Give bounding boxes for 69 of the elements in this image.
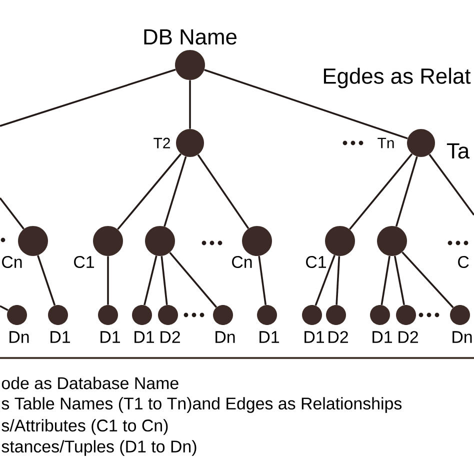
tree-node: [98, 305, 118, 325]
node-label: Dn: [216, 331, 235, 343]
node-label: T2: [154, 138, 170, 148]
tree-edge: [37, 255, 56, 306]
node-label: C1: [306, 256, 326, 268]
tree-edge: [314, 254, 336, 306]
caption-text: ode as Database Name: [2, 376, 178, 390]
node-label: C1: [74, 256, 94, 268]
node-label: Dn: [10, 331, 29, 343]
node-label: D1: [372, 331, 392, 343]
tree-node: [302, 305, 322, 325]
tree-node: [370, 305, 390, 325]
node-label: Ta: [446, 143, 470, 159]
tree-node: [257, 305, 277, 325]
tree-node: [450, 305, 470, 325]
tree-edge: [204, 69, 408, 140]
tree-edge: [169, 252, 218, 308]
tree-node: [175, 50, 205, 80]
tree-node: [213, 305, 233, 325]
tree-edge: [395, 156, 418, 227]
tree-edge: [144, 256, 158, 306]
node-label: Cn: [232, 256, 252, 268]
node-label: D1: [260, 331, 279, 343]
caption-text: Egdes as Relat: [324, 68, 471, 88]
node-label: Tn: [378, 138, 394, 148]
tree-edge: [164, 156, 187, 227]
tree-node: [158, 305, 178, 325]
tree-node: [93, 226, 123, 256]
tree-node: [18, 226, 48, 256]
tree-node: [242, 226, 272, 256]
node-label: D1: [50, 331, 70, 343]
node-label: D2: [398, 331, 418, 343]
node-label: Cn: [2, 256, 22, 268]
tree-edge: [107, 256, 109, 305]
tree-edge: [0, 68, 176, 127]
tree-edge: [197, 154, 250, 229]
caption-text: stances/Tuples (D1 to Dn): [2, 440, 196, 456]
caption-text: s Table Names (T1 to Tn)and Edges as Relationships: [2, 397, 402, 413]
node-label: D1: [134, 331, 154, 343]
tree-edge: [0, 305, 8, 312]
tree-edge: [394, 256, 405, 306]
tree-node: [48, 305, 68, 325]
tree-node: [145, 226, 175, 256]
tree-edge: [160, 256, 168, 305]
node-label: D2: [328, 331, 348, 343]
node-label: Dn: [452, 331, 472, 343]
tree-node: [132, 305, 152, 325]
caption-text: s/Attributes (C1 to Cn): [2, 419, 168, 435]
tree-edge: [0, 197, 24, 230]
tree-node: [377, 226, 407, 256]
tree-node: [325, 226, 355, 256]
caption-text: C: [458, 256, 469, 268]
tree-edge: [380, 256, 390, 306]
node-label: D1: [100, 331, 120, 343]
tree-edge: [258, 256, 267, 306]
tree-node: [7, 305, 27, 325]
tree-edge: [117, 153, 182, 230]
node-label: DB Name: [144, 29, 236, 45]
tree-node: [326, 305, 346, 325]
tree-node: [176, 129, 204, 157]
tree-edge: [349, 153, 413, 230]
tree-node: [407, 129, 435, 157]
tree-edge: [189, 80, 191, 129]
tree-edge: [428, 154, 474, 216]
tree-node: [396, 305, 416, 325]
node-label: D1: [304, 331, 324, 343]
tree-edge: [402, 252, 454, 308]
tree-edge: [336, 256, 340, 305]
node-label: D2: [160, 331, 180, 343]
